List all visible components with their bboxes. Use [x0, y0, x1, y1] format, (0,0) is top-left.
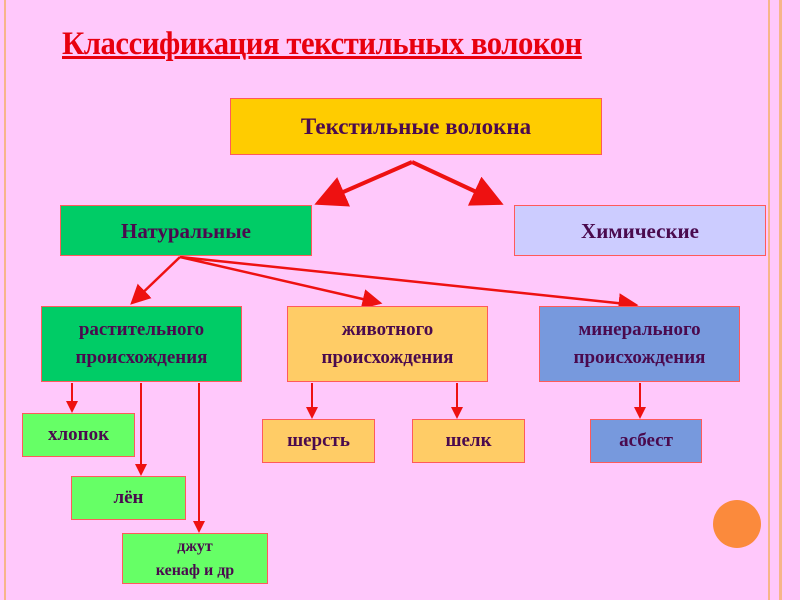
arrow-natural-plant — [130, 256, 181, 305]
arrow-root-natural — [314, 160, 413, 207]
node-label: происхождения — [75, 347, 208, 368]
node-label: асбест — [619, 430, 673, 451]
slide-title: Классификация текстильных волокон — [62, 26, 582, 62]
node-label: Химические — [581, 218, 699, 243]
node-label: растительного — [78, 319, 205, 340]
node-wool: шерсть — [262, 419, 375, 463]
node-label: Натуральные — [121, 218, 251, 243]
node-silk: шелк — [412, 419, 525, 463]
decorative-orange-circle — [713, 500, 761, 548]
frame-line-right-outer — [779, 0, 782, 600]
node-label: шерсть — [287, 430, 350, 451]
node-label: происхождения — [573, 347, 706, 368]
node-jute: джут кенаф и др — [122, 533, 268, 584]
node-label: кенаф и др — [155, 561, 235, 579]
frame-line-right — [768, 0, 770, 600]
node-animal-origin: животного происхождения — [287, 306, 488, 382]
node-asbestos: асбест — [590, 419, 702, 463]
node-natural: Натуральные — [60, 205, 312, 256]
node-plant-origin: растительного происхождения — [41, 306, 242, 382]
node-label: лён — [113, 487, 144, 508]
node-chemical: Химические — [514, 205, 766, 256]
arrow-root-chemical — [411, 160, 504, 206]
node-flax: лён — [71, 476, 186, 520]
node-cotton: хлопок — [22, 413, 135, 457]
node-label: Текстильные волокна — [300, 113, 532, 139]
node-label: происхождения — [321, 347, 454, 368]
node-label: хлопок — [47, 424, 110, 445]
frame-line-left — [4, 0, 6, 600]
arrow-natural-animal — [179, 255, 383, 309]
node-label: джут — [177, 537, 213, 555]
node-label: минерального — [578, 319, 701, 340]
arrow-natural-mineral — [179, 255, 639, 314]
node-label: шелк — [445, 430, 492, 451]
node-textile-fibers: Текстильные волокна — [230, 98, 602, 155]
node-mineral-origin: минерального происхождения — [539, 306, 740, 382]
node-label: животного — [341, 319, 434, 340]
